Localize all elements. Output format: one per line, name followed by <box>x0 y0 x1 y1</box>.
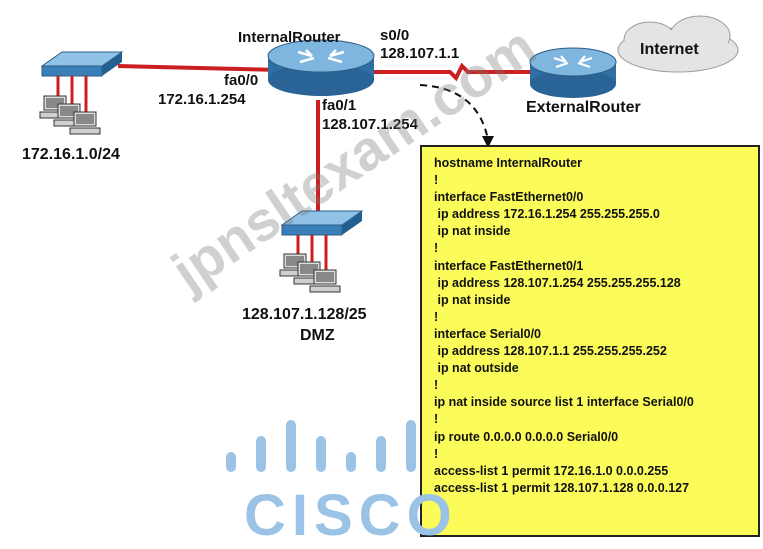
config-line: ! <box>434 173 439 188</box>
dmz-pc-group-icon <box>279 253 341 293</box>
internal-router-icon <box>267 39 375 96</box>
internet-cloud-icon <box>617 15 739 73</box>
dmz-label: DMZ <box>300 327 335 344</box>
fa00-ip-label: 172.16.1.254 <box>158 91 246 108</box>
config-line: interface Serial0/0 <box>434 326 542 341</box>
serial-link <box>372 62 532 82</box>
config-line: ip address 128.107.1.254 255.255.255.128 <box>434 275 681 290</box>
fa01-ip-label: 128.107.1.254 <box>322 116 418 133</box>
config-line: ! <box>434 412 439 427</box>
dmz-subnet-label: 128.107.1.128/25 <box>242 306 367 323</box>
fa01-interface-label: fa0/1 <box>322 97 357 114</box>
config-line: ! <box>434 378 439 393</box>
internal-router-label: InternalRouter <box>238 29 341 46</box>
config-line: ! <box>434 241 439 256</box>
config-line: ip address 128.107.1.1 255.255.255.252 <box>434 344 667 359</box>
config-line: interface FastEthernet0/0 <box>434 190 584 205</box>
config-box: hostname InternalRouter ! interface Fast… <box>420 145 760 537</box>
arrow-head-icon <box>482 136 494 148</box>
config-line: access-list 1 permit 128.107.1.128 0.0.0… <box>434 480 690 495</box>
external-router-label: ExternalRouter <box>526 99 641 116</box>
config-line: ip nat inside <box>434 224 511 239</box>
config-line: ! <box>434 446 439 461</box>
config-line: ip nat inside <box>434 292 511 307</box>
internet-label: Internet <box>640 41 699 58</box>
config-line: access-list 1 permit 172.16.1.0 0.0.0.25… <box>434 463 669 478</box>
link-lan-switch-to-router <box>117 64 283 72</box>
s00-ip-label: 128.107.1.1 <box>380 45 460 62</box>
config-line: interface FastEthernet0/1 <box>434 258 584 273</box>
config-line: ip address 172.16.1.254 255.255.255.0 <box>434 207 660 222</box>
s00-interface-label: s0/0 <box>380 27 410 44</box>
config-line: ip route 0.0.0.0 0.0.0.0 Serial0/0 <box>434 429 619 444</box>
config-line: ip nat inside source list 1 interface Se… <box>434 395 694 410</box>
lan-pc-group-icon <box>39 95 101 135</box>
fa00-interface-label: fa0/0 <box>224 72 259 89</box>
dashed-arrow <box>419 84 489 141</box>
config-line: ! <box>434 309 439 324</box>
cisco-logo-text: CISCO <box>244 483 458 548</box>
config-line: ip nat outside <box>434 361 519 376</box>
dmz-switch-icon <box>280 210 364 272</box>
lan-switch-icon <box>40 51 124 118</box>
external-router-icon <box>529 47 617 98</box>
lan-subnet-label: 172.16.1.0/24 <box>22 146 120 163</box>
cisco-logo-bars-icon <box>226 420 446 472</box>
config-line: hostname InternalRouter <box>434 156 582 170</box>
